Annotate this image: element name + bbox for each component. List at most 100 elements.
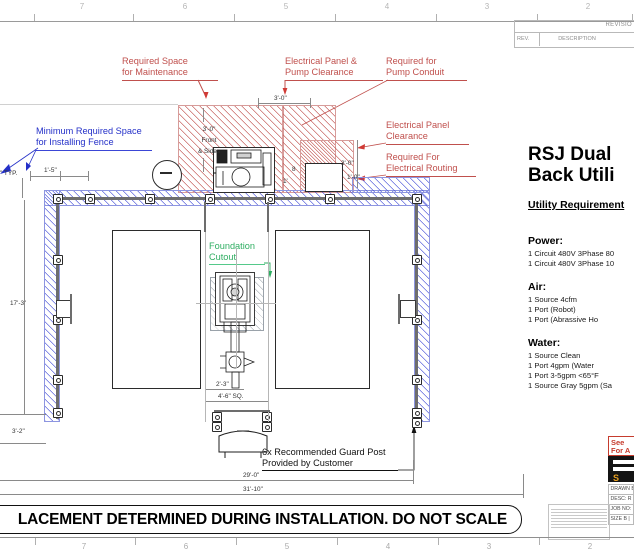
panel-line: 1 Port (Abrassive Ho [528,315,599,324]
booth-panel-right [275,230,370,389]
proprietary-notes-block [548,504,610,540]
center-axis-h [196,303,276,304]
track-right [268,202,269,422]
panel-line: 1 Port (Robot) [528,305,576,314]
guard-post [412,418,422,428]
panel-group-heading-air: Air: [528,281,547,293]
ruler-top: 7 6 5 4 3 2 [0,0,634,22]
ruler-top-num: 2 [585,2,591,11]
ruler-bottom-num: 3 [486,542,492,551]
dim-conduit-small: 8 [292,166,296,173]
ruler-top-num: 4 [384,2,390,11]
panel-line: 1 Port 4gpm (Water [528,361,594,370]
callout-underline [386,80,467,81]
dim-overall-outer: 31'-10" [243,486,263,493]
guard-post [412,255,422,265]
callout-required-electrical-routing: Required For Electrical Routing [386,152,458,173]
panel-line: 1 Port 3-5gpm <65°F [528,371,599,380]
dim-maintenance-front-sides: 3'-0" Front & Sides [197,126,221,155]
wall-right [415,197,418,419]
ruler-top-num: 6 [182,2,188,11]
guard-post [412,315,422,325]
panel-group-heading-water: Water: [528,337,561,349]
callout-underline [36,150,152,151]
dim-height-inner: 17'-3" [10,300,27,307]
booth-panel-left [112,230,201,389]
dim-overall-inner: 29'-0" [243,472,260,479]
callout-underline [262,470,398,471]
dim-fence-offset: 1'-5" [44,167,57,174]
dim-panel-clearance-right: 3'-0" [341,160,354,167]
dim-height-lower: 3'-2" [12,428,25,435]
dim-electrical-routing: 1'-0" [347,174,360,181]
callout-underline [285,80,383,81]
panel-line: 1 Circuit 480V 3Phase 10 [528,259,615,268]
callout-guard-post-note: 6x Recommended Guard Post Provided by Cu… [262,447,386,468]
guard-post [53,194,63,204]
ruler-top-num: 7 [79,2,85,11]
leader-panel-pump [282,80,288,95]
callout-underline [122,80,218,81]
pump-skid-detail [213,149,272,188]
revision-col-description: DESCRIPTION [558,36,596,42]
panel-group-heading-power: Power: [528,235,564,247]
robot-base-outline [215,272,255,326]
panel-section-heading: Utility Requirement [528,199,625,211]
title-block-row: DESC: R [608,494,634,504]
door-right [400,300,416,318]
callout-minimum-required-space-fence: Minimum Required Space for Installing Fe… [36,126,142,147]
dim-cutout-depth: 2'-3" [216,381,229,388]
callout-underline [209,264,265,265]
track-left [205,202,206,422]
ruler-top-num: 3 [484,2,490,11]
revision-col-rev: REV. [517,36,530,42]
ruler-bottom-num: 7 [81,542,87,551]
guard-post [412,194,422,204]
guard-post [53,408,63,418]
guard-post [85,194,95,204]
dim-panel-clearance-top: 3'-0" [274,95,287,102]
dim-cutout-square: 4'-6" SQ. [218,393,244,400]
callout-underline [386,176,476,177]
fan-blade [160,172,172,174]
see-note-box: See For A [608,436,634,456]
title-block-row: JOB NO: E [608,504,634,514]
guard-post [145,194,155,204]
cart-detail [218,430,268,458]
guard-post [262,412,272,422]
see-note-line2: For A [611,446,631,455]
guard-post [412,408,422,418]
panel-line: 1 Circuit 480V 3Phase 80 [528,249,615,258]
robot-assembly-detail [219,275,256,389]
callout-required-pump-conduit: Required for Pump Conduit [386,56,445,77]
ruler-bottom-num: 4 [385,542,391,551]
panel-line: 1 Source Gray 5gpm (Sa [528,381,612,390]
guard-post [265,194,275,204]
guide-line [0,104,178,105]
cart-rail [214,410,270,412]
dim-conduit-tick: 1' [283,178,288,185]
do-not-scale-banner: LACEMENT DETERMINED DURING INSTALLATION.… [0,505,522,534]
wall-top [56,197,418,200]
guard-post [262,422,272,432]
dim-typ: " TYP. [0,170,18,177]
guard-post [205,194,215,204]
panel-line: 1 Source Clean [528,351,581,360]
callout-foundation-cutout: Foundation Cutout [209,241,255,262]
panel-title-line2: Back Utili [528,165,615,186]
title-block-fields: DRAWN B DESC: R JOB NO: E SIZE B | [608,484,634,525]
door-right-leaf [398,294,400,324]
electrical-routing-zone [352,177,430,193]
guard-post [212,412,222,422]
ruler-bottom-num: 6 [183,542,189,551]
guard-post [412,375,422,385]
rail-right [267,202,269,232]
callout-required-space-maintenance: Required Space for Maintenance [122,56,188,77]
ruler-bottom-num: 5 [284,542,290,551]
leader-fence [0,147,39,174]
leader-panel-clearance [357,142,387,150]
panel-line: 1 Source 4cfm [528,295,577,304]
revision-title: REVISIO [605,22,632,28]
guard-post [53,375,63,385]
callout-electrical-panel-clearance: Electrical Panel Clearance [386,120,450,141]
